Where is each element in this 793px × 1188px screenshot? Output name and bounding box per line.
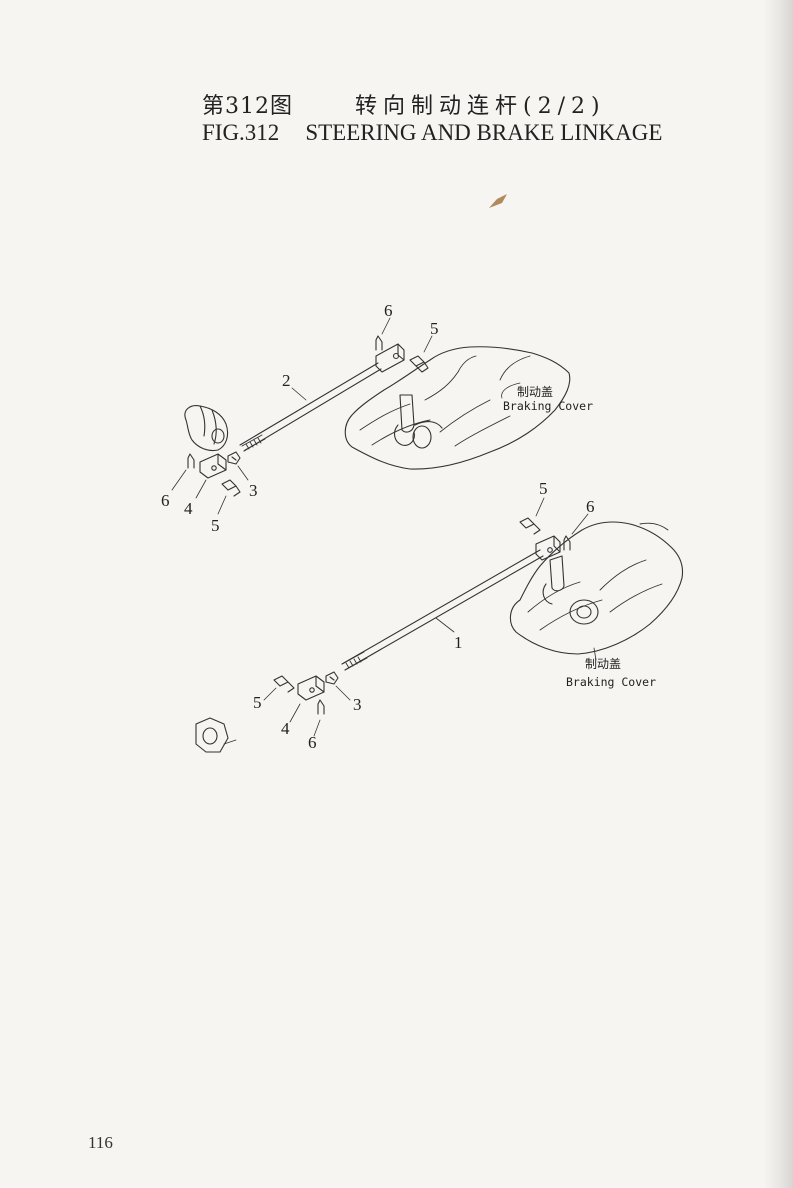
lower-yoke-housing-left	[195, 717, 229, 753]
smudge-mark	[489, 194, 507, 208]
upper-rod	[239, 362, 382, 452]
figure-title-english: FIG.312 STEERING AND BRAKE LINKAGE	[202, 120, 662, 146]
lower-braking-cover-housing	[509, 521, 684, 655]
callout-upper-5-bottom: 5	[211, 516, 220, 535]
callout-lower-6-bottom: 6	[308, 733, 317, 752]
callout-upper-2: 2	[282, 371, 291, 390]
lower-clevis-left	[297, 675, 325, 701]
callout-upper-3: 3	[249, 481, 258, 500]
upper-linkage-assembly	[171, 317, 571, 515]
callout-upper-6-top: 6	[384, 301, 393, 320]
upper-bolt-right	[409, 355, 429, 373]
figure-number-cn: 第312图	[202, 94, 293, 119]
callout-upper-4: 4	[184, 499, 193, 518]
lower-clevis-right	[535, 535, 561, 561]
page-edge-shadow	[763, 0, 793, 1188]
lower-nut	[325, 671, 339, 685]
callout-upper-6-left: 6	[161, 491, 170, 510]
upper-cotter-pin-right	[375, 335, 383, 351]
upper-bolt-left	[221, 479, 241, 497]
callout-lower-5-left: 5	[253, 693, 262, 712]
lower-cotter-pin-right	[563, 535, 571, 551]
figure-number-en: FIG.312	[202, 120, 280, 145]
upper-braking-cover-label-cn: 制动盖	[517, 385, 553, 399]
callout-lower-6-top: 6	[586, 497, 595, 516]
callout-upper-5-top: 5	[430, 319, 439, 338]
upper-cotter-pin-left	[187, 453, 195, 469]
lower-cotter-pin-left	[317, 699, 325, 715]
callout-lower-4: 4	[281, 719, 290, 738]
upper-nut	[227, 451, 241, 465]
upper-braking-cover-housing	[344, 346, 571, 470]
upper-braking-cover-label-en: Braking Cover	[503, 399, 593, 413]
callout-lower-1: 1	[454, 633, 463, 652]
upper-clevis-left	[199, 453, 227, 479]
figure-name-en: STEERING AND BRAKE LINKAGE	[305, 120, 663, 145]
upper-yoke-housing-left	[184, 405, 229, 452]
figure-title-chinese: 第312图 转向制动连杆(2/2)	[202, 88, 606, 120]
lower-linkage-assembly	[195, 497, 684, 753]
lower-rod	[341, 549, 544, 671]
page-number: 116	[88, 1133, 113, 1152]
callout-lower-3: 3	[353, 695, 362, 714]
lower-braking-cover-label-cn: 制动盖	[585, 657, 621, 671]
callout-lower-5-top: 5	[539, 479, 548, 498]
lower-bolt-right	[519, 517, 541, 535]
upper-clevis-right	[375, 343, 405, 373]
lower-braking-cover-label-en: Braking Cover	[566, 675, 656, 689]
lower-bolt-left	[273, 675, 295, 693]
figure-name-cn: 转向制动连杆(2/2)	[355, 94, 606, 119]
